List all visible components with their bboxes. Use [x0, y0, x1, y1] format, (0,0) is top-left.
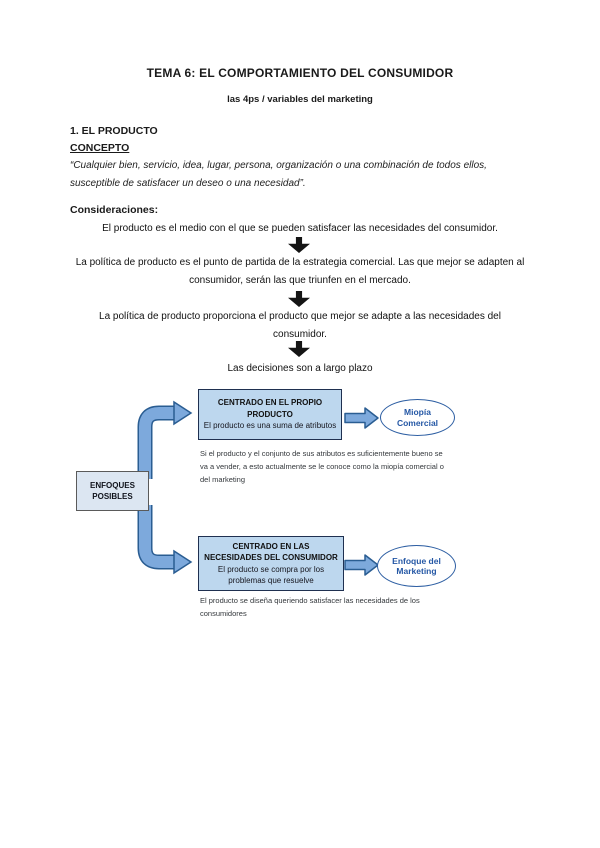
page-subtitle: las 4ps / variables del marketing — [227, 94, 373, 105]
result-label: Miopía Comercial — [396, 407, 439, 428]
approach-caption-1: Si el producto y el conjunto de sus atri… — [200, 449, 444, 484]
enfoque-marketing-ellipse: Enfoque del Marketing — [377, 545, 456, 587]
miopia-comercial-ellipse: Miopía Comercial — [380, 399, 455, 436]
considerations-label: Consideraciones: — [70, 204, 159, 216]
consideration-step-1: El producto es el medio con el que se pu… — [102, 223, 498, 234]
down-arrow-icon — [288, 291, 310, 307]
right-arrow-icon — [344, 407, 379, 429]
curved-arrow-up-icon — [137, 400, 193, 479]
approach-box-body: El producto se compra por los problemas … — [217, 564, 325, 586]
section-heading: 1. EL PRODUCTO — [70, 125, 158, 137]
approach-box-body: El producto es una suma de atributos — [203, 421, 337, 431]
concept-quote: “Cualquier bien, servicio, idea, lugar, … — [70, 160, 487, 189]
consideration-step-4: Las decisiones son a largo plazo — [227, 363, 373, 374]
approach-caption-2: El producto se diseña queriendo satisfac… — [200, 596, 420, 618]
curved-arrow-down-icon — [137, 505, 193, 575]
down-arrow-icon — [288, 237, 310, 253]
result-label: Enfoque del Marketing — [392, 555, 441, 577]
page-title: TEMA 6: EL COMPORTAMIENTO DEL CONSUMIDOR — [146, 66, 454, 80]
enfoques-posibles-box: ENFOQUES POSIBLES — [76, 471, 149, 511]
concept-label: CONCEPTO — [70, 142, 130, 154]
consideration-step-2: La política de producto es el punto de p… — [75, 257, 525, 286]
centrado-necesidades-box: CENTRADO EN LAS NECESIDADES DEL CONSUMID… — [198, 536, 344, 591]
down-arrow-icon — [288, 341, 310, 357]
approach-box-title: CENTRADO EN EL PROPIO PRODUCTO — [217, 398, 323, 419]
right-arrow-icon — [344, 554, 379, 576]
approach-box-title: CENTRADO EN LAS NECESIDADES DEL CONSUMID… — [204, 541, 338, 563]
centrado-producto-box: CENTRADO EN EL PROPIO PRODUCTO El produc… — [198, 389, 342, 440]
consideration-step-3: La política de producto proporciona el p… — [99, 311, 501, 340]
